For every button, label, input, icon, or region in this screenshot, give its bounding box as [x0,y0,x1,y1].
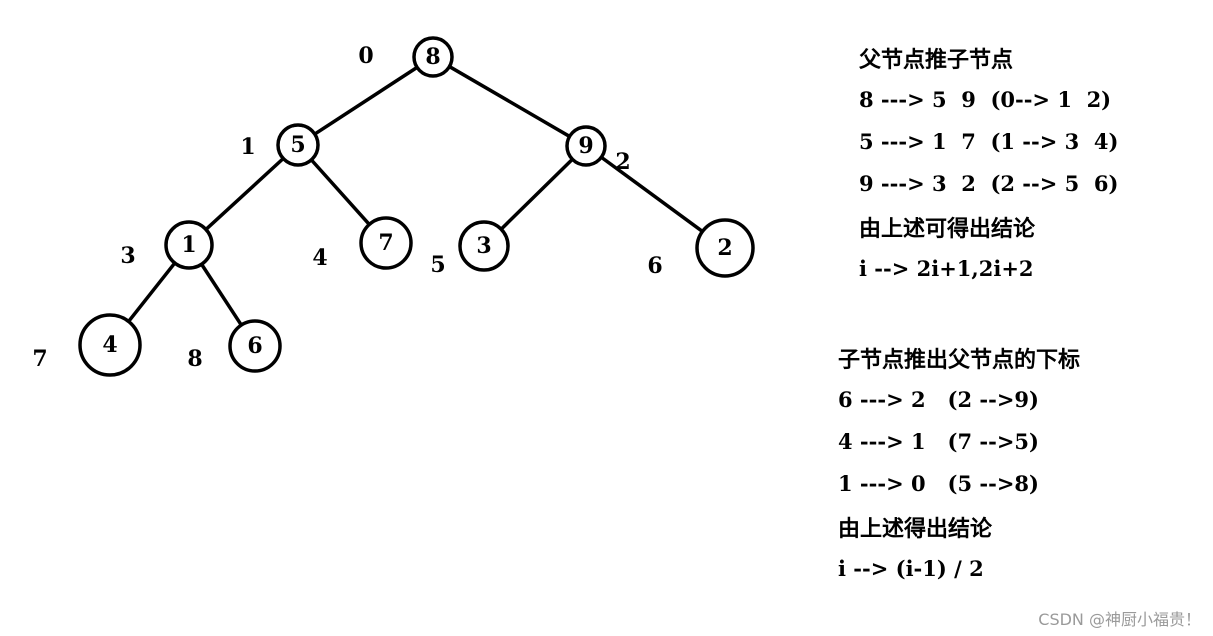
tree-node-circle [412,36,454,78]
parent-to-child-conclusion-title: 由上述可得出结论 [859,217,1036,242]
tree-nodes: 8 5 9 1 7 3 2 4 6 [78,36,755,377]
tree-node-circle [565,125,607,167]
child-to-parent-title: 子节点推出父节点的下标 [838,348,1081,373]
tree-index-label: 7 [32,346,47,372]
tree-index-labels: 0 1 2 3 4 5 6 7 8 [32,43,662,372]
tree-node-circle [359,216,413,270]
binary-tree-diagram: 8 5 9 1 7 3 2 4 6 0 1 2 3 4 5 6 7 8 [32,36,755,377]
tree-edge [310,158,371,226]
tree-node-circle [164,220,214,270]
child-to-parent-conclusion-title: 由上述得出结论 [838,517,993,542]
tree-index-label: 0 [358,43,373,69]
parent-to-child-title: 父节点推子节点 [859,48,1014,73]
tree-index-label: 8 [187,346,202,372]
tree-edge [448,65,571,138]
tree-edge [200,263,243,327]
tree-node-circle [458,220,510,272]
tree-edges [127,65,704,327]
tree-index-label: 3 [120,243,135,269]
child-to-parent-line: 6 ---> 2 (2 -->9) [838,387,1039,412]
tree-node-value: 6 [247,333,262,359]
child-to-parent-line: 4 ---> 1 (7 -->5) [838,429,1039,454]
tree-node-value: 3 [476,233,491,259]
tree-index-label: 4 [312,245,327,271]
tree-node-value: 1 [181,232,196,258]
tree-node-circle [695,218,755,278]
tree-edge [204,157,285,231]
tree-index-label: 2 [615,149,630,175]
child-to-parent-formula: i --> (i-1) / 2 [838,556,984,581]
tree-node-value: 9 [578,133,593,159]
child-to-parent-line: 1 ---> 0 (5 -->8) [838,471,1039,496]
parent-to-child-line: 8 ---> 5 9 (0--> 1 2) [859,87,1112,112]
tree-index-label: 6 [647,253,662,279]
tree-edge [600,155,704,233]
tree-node-value: 8 [425,44,440,70]
tree-index-label: 5 [430,252,445,278]
tree-node-circle [276,123,320,167]
tree-node-value: 4 [102,332,117,358]
tree-node-circle [228,319,282,373]
parent-to-child-line: 9 ---> 3 2 (2 --> 5 6) [859,171,1119,196]
tree-edge [313,65,419,136]
tree-node-circle [78,313,142,377]
watermark: CSDN @神厨小福贵！ [1038,610,1201,629]
parent-to-child-line: 5 ---> 1 7 (1 --> 3 4) [859,129,1119,154]
parent-to-child-formula: i --> 2i+1,2i+2 [859,256,1034,281]
tree-node-value: 7 [378,230,393,256]
tree-index-label: 1 [240,134,255,160]
tree-node-value: 5 [290,132,305,158]
tree-node-value: 2 [717,235,732,261]
tree-edge [127,261,177,323]
tree-edge [499,158,574,231]
